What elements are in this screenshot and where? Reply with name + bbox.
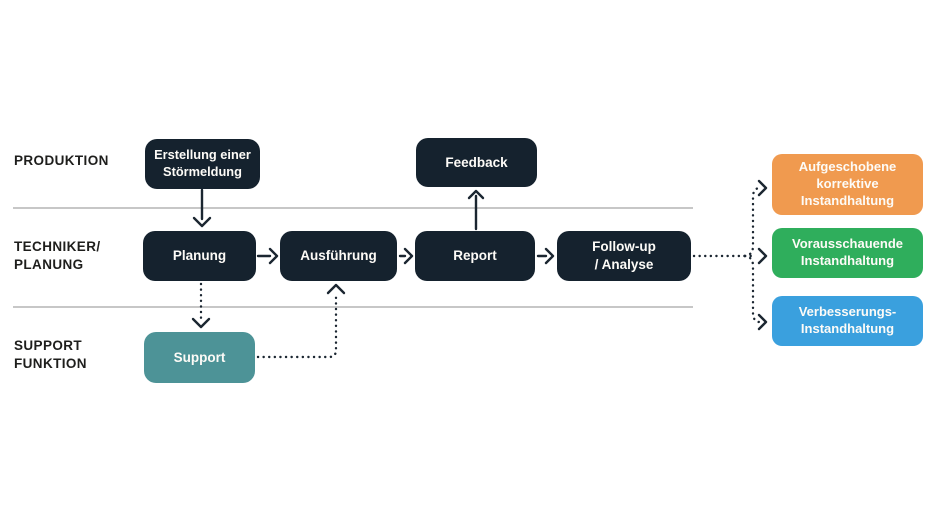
lane-label-techniker-planung: TECHNIKER/ PLANUNG	[14, 239, 101, 273]
lane-label-support-funktion: SUPPORT FUNKTION	[14, 338, 87, 372]
node-aufgeschobene-korrektive-instandhaltung: Aufgeschobene korrektive Instandhaltung	[772, 154, 923, 215]
node-ausfuehrung: Ausführung	[280, 231, 397, 281]
lane-label-produktion: PRODUKTION	[14, 153, 109, 168]
node-verbesserungs-instandhaltung: Verbesserungs- Instandhaltung	[772, 296, 923, 346]
arrow-report-to-followup	[536, 247, 555, 265]
node-vorausschauende-instandhaltung: Vorausschauende Instandhaltung	[772, 228, 923, 278]
node-erstellung-stoermeldung: Erstellung einer Störmeldung	[145, 139, 260, 189]
node-planung: Planung	[143, 231, 256, 281]
arrow-planung-to-ausfuehrung	[256, 247, 279, 265]
node-followup-analyse: Follow-up / Analyse	[557, 231, 691, 281]
node-support: Support	[144, 332, 255, 383]
arrow-support-to-ausfuehrung	[256, 283, 346, 359]
arrow-ausfuehrung-to-report	[398, 247, 414, 265]
arrow-report-to-feedback	[467, 189, 485, 231]
node-feedback: Feedback	[416, 138, 537, 187]
node-report: Report	[415, 231, 535, 281]
lane-divider-top	[13, 207, 693, 209]
lane-divider-bottom	[13, 306, 693, 308]
arrow-followup-to-maintenance-types	[692, 179, 768, 331]
